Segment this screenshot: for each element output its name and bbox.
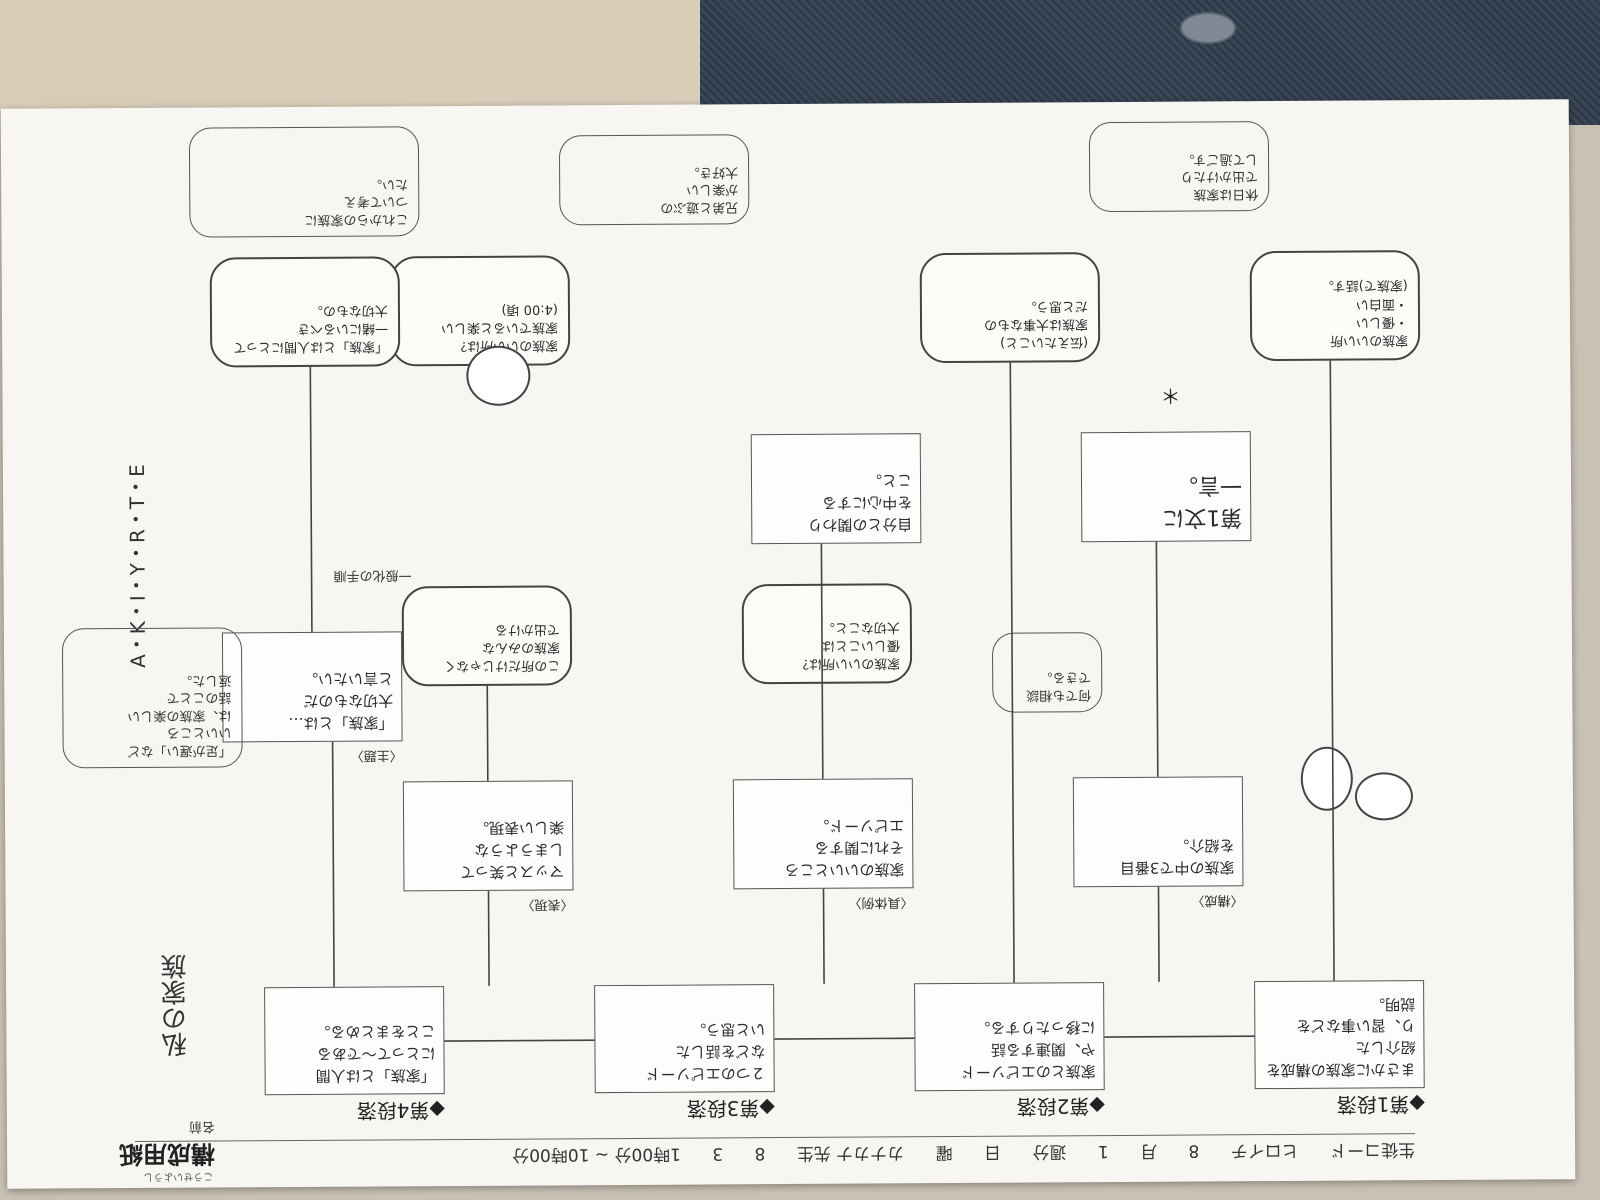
coat-button (1180, 12, 1236, 44)
worksheet-upside-down: 構成用紙 こうせいようし 名前 生徒コード ヒロイチ 8 月 1 週分 日 曜 … (1, 99, 1576, 1189)
flow-arrows (309, 360, 1335, 1042)
worksheet-content: 構成用紙 こうせいようし 名前 生徒コード ヒロイチ 8 月 1 週分 日 曜 … (1, 99, 1576, 1189)
worksheet-paper: 構成用紙 こうせいようし 名前 生徒コード ヒロイチ 8 月 1 週分 日 曜 … (0, 99, 1576, 1189)
